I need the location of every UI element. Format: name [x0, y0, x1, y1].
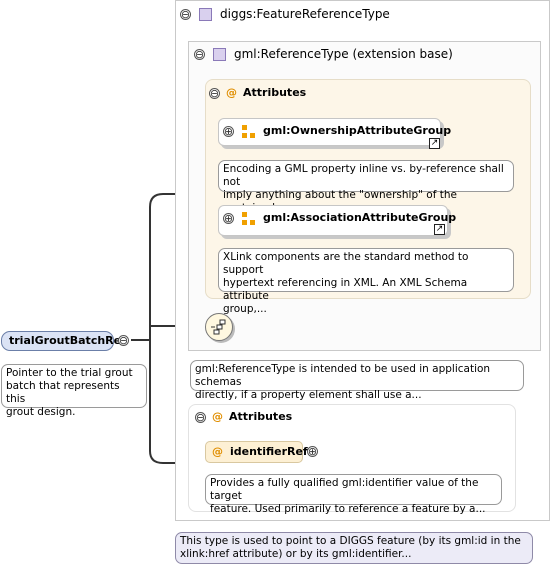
- minus-icon[interactable]: ⊖: [194, 48, 205, 61]
- base-type-name: gml:ReferenceType (extension base): [234, 47, 453, 61]
- base-type-note: gml:ReferenceType is intended to be used…: [190, 360, 524, 401]
- minus-icon[interactable]: ⊖: [209, 87, 220, 100]
- minus-icon[interactable]: ⊖: [180, 8, 191, 21]
- identifierref-name: identifierRef: [230, 445, 308, 458]
- base-attributes-title: Attributes: [243, 86, 307, 99]
- minus-icon[interactable]: ⊖: [118, 334, 129, 347]
- plus-icon[interactable]: ⊕: [223, 212, 234, 225]
- complex-type-icon: [213, 48, 226, 61]
- ownership-group-name: gml:OwnershipAttributeGroup: [263, 124, 452, 137]
- identifierref-note: Provides a fully qualified gml:identifie…: [205, 474, 502, 515]
- sequence-icon[interactable]: [205, 313, 233, 341]
- complex-type-icon: [199, 8, 212, 21]
- association-group-name: gml:AssociationAttributeGroup: [263, 211, 457, 224]
- ownership-group-note: Encoding a GML property inline vs. by-re…: [218, 160, 514, 214]
- attribute-icon: @: [226, 86, 237, 99]
- identifierref-attribute[interactable]: [205, 441, 303, 463]
- root-element[interactable]: [1, 331, 114, 351]
- association-group-note: XLink components are the standard method…: [218, 248, 514, 315]
- plus-icon[interactable]: ⊕: [307, 445, 318, 458]
- root-element-name: trialGroutBatchRef: [9, 334, 126, 347]
- minus-icon[interactable]: ⊖: [195, 411, 206, 424]
- root-element-note: Pointer to the trial grout batch that re…: [1, 364, 147, 418]
- attribute-group-icon: [242, 125, 256, 139]
- ownership-attribute-group[interactable]: [218, 118, 441, 146]
- attribute-group-icon: [242, 212, 256, 226]
- attribute-icon: @: [212, 445, 223, 458]
- type-note: This type is used to point to a DIGGS fe…: [175, 532, 533, 564]
- link-arrow-icon[interactable]: ↗: [434, 224, 445, 235]
- attribute-icon: @: [212, 410, 223, 423]
- plus-icon[interactable]: ⊕: [223, 125, 234, 138]
- own-attributes-title: Attributes: [229, 410, 293, 423]
- type-name: diggs:FeatureReferenceType: [220, 7, 390, 21]
- association-attribute-group[interactable]: [218, 205, 448, 236]
- link-arrow-icon[interactable]: ↗: [429, 138, 440, 149]
